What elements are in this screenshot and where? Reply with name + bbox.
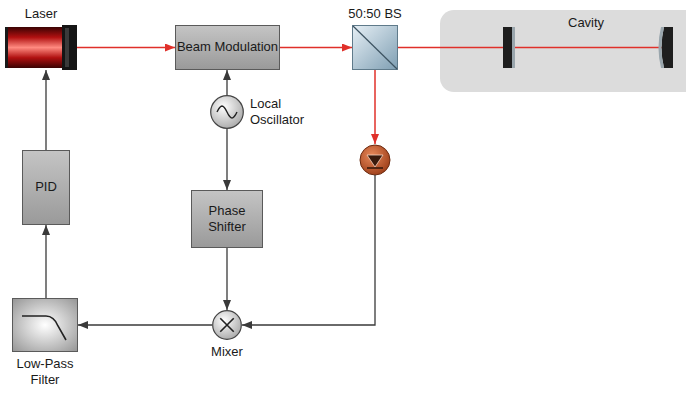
- laser-beam: [398, 47, 440, 49]
- box-label: Beam Modulation: [177, 39, 278, 55]
- box-label: PID: [35, 179, 57, 195]
- box-label: Phase Shifter: [192, 203, 262, 236]
- signal-wire: [226, 70, 227, 95]
- node-heading: Mixer: [211, 344, 243, 360]
- node-heading: Low-Pass Filter: [9, 356, 81, 389]
- photodetector-symbol: [360, 145, 390, 175]
- beam-splitter: 50:50 BS: [352, 25, 398, 70]
- local-oscillator-outline: [210, 95, 244, 129]
- signal-wire: [45, 225, 46, 298]
- pid-box: PID: [22, 150, 70, 225]
- low-pass-filter-outline: [12, 298, 78, 352]
- node-heading: Cavity: [568, 15, 604, 31]
- node-heading: 50:50 BS: [348, 6, 402, 22]
- node-heading: Laser: [25, 6, 58, 22]
- node-heading: Local Oscillator: [250, 96, 332, 129]
- laser-beam: [77, 47, 175, 49]
- laser-source-outline: [5, 25, 77, 70]
- signal-wire: [45, 70, 46, 150]
- signal-wire: [226, 248, 227, 310]
- beam-splitter-outline: [352, 25, 398, 70]
- local-oscillator: Local Oscillator: [210, 95, 244, 129]
- mixer-symbol: Mixer: [212, 310, 242, 340]
- modulator-box: Beam Modulation: [175, 25, 280, 70]
- optical-cavity: Cavity: [440, 10, 686, 92]
- signal-wire: [226, 129, 227, 190]
- low-pass-filter: Low-Pass Filter: [12, 298, 78, 352]
- laser-source: Laser: [5, 25, 77, 70]
- phase-shifter-box: Phase Shifter: [191, 190, 263, 248]
- optical-cavity-outline: [440, 10, 686, 92]
- reflected-beam: [374, 70, 376, 144]
- laser-beam: [280, 47, 352, 49]
- signal-wire: [78, 324, 212, 325]
- mixer-symbol-outline: [212, 310, 242, 340]
